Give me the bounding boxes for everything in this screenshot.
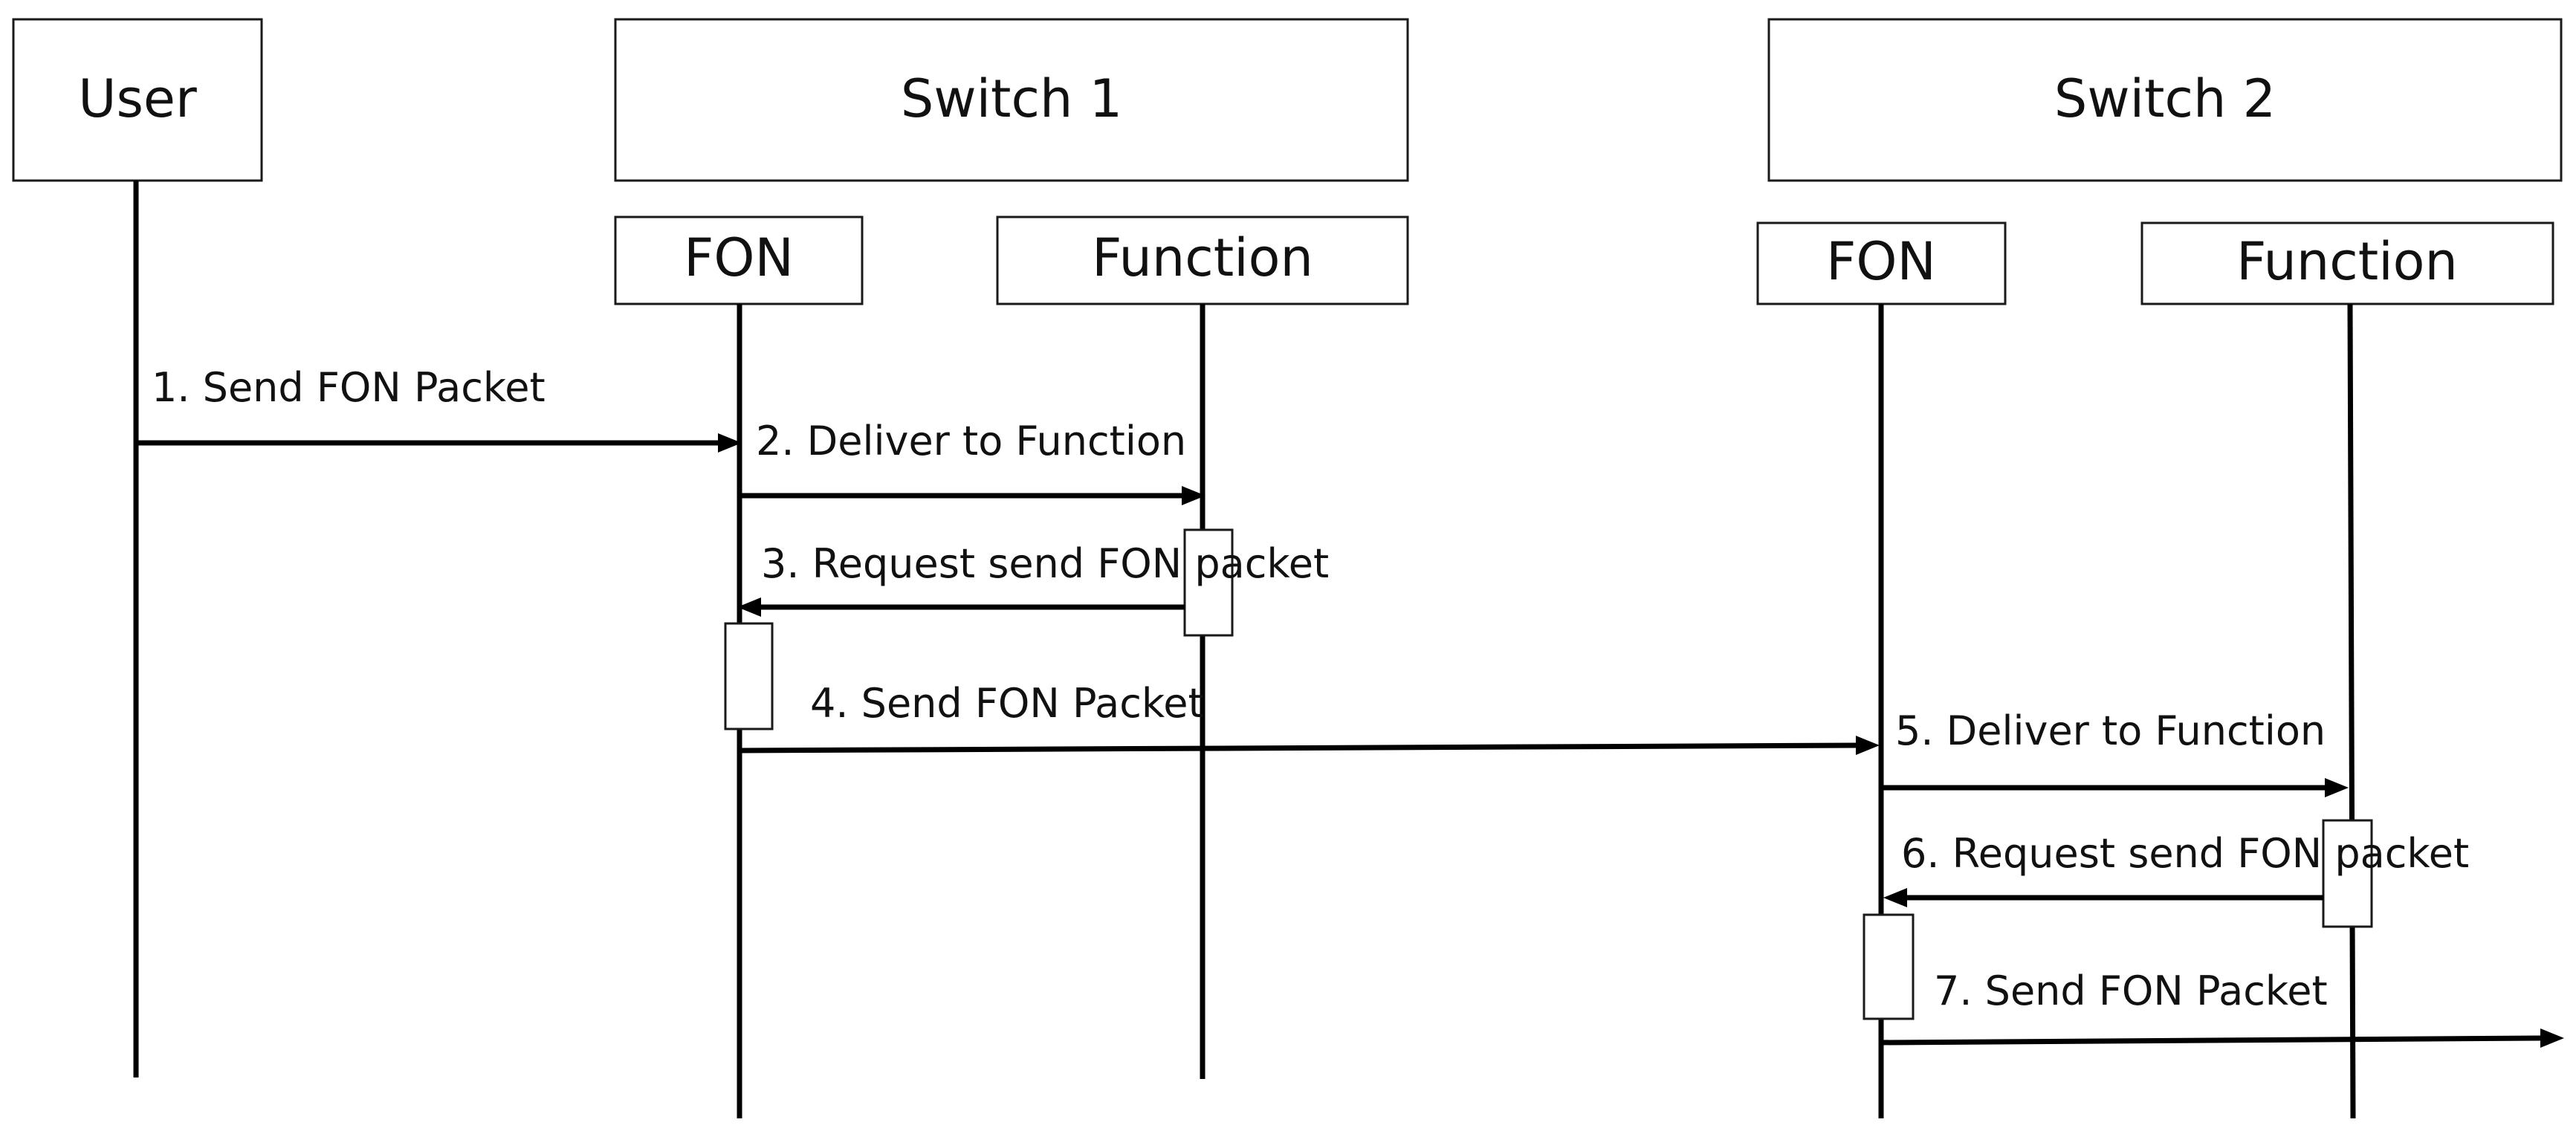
message-5-arrowhead	[2325, 778, 2349, 797]
switch-1-fon-box	[614, 215, 864, 305]
switch-2-fon: FON	[1756, 221, 2007, 305]
message-7: 7. Send FON Packet	[1880, 968, 2564, 1048]
switch-2-function: Function	[2140, 221, 2554, 305]
message-3-label: 3. Request send FON packet	[761, 540, 1329, 587]
switch-2-function-label: Function	[2236, 231, 2458, 292]
message-6-arrowhead	[1883, 888, 1907, 907]
message-1: 1. Send FON Packet	[136, 364, 742, 453]
message-7-line	[1880, 1035, 2541, 1046]
switch-2-function-lifeline	[2347, 303, 2356, 1119]
switch-2-function-box	[2140, 221, 2554, 305]
switch-2-box	[1767, 18, 2563, 182]
switch-1-function-activation	[1183, 528, 1234, 637]
switch-1-function: Function	[996, 215, 1409, 305]
message-2-label: 2. Deliver to Function	[756, 418, 1186, 464]
switch-1-function-label: Function	[1092, 227, 1313, 288]
participant-switch-1: Switch 1	[614, 18, 1409, 182]
participant-user: User	[12, 18, 263, 182]
message-4-arrowhead	[1856, 736, 1880, 755]
switch-2-label: Switch 2	[2054, 68, 2276, 129]
message-5: 5. Deliver to Function	[1881, 707, 2349, 797]
message-1-label: 1. Send FON Packet	[152, 364, 546, 411]
message-7-label: 7. Send FON Packet	[1934, 968, 2328, 1014]
message-3-arrowhead	[737, 597, 761, 617]
switch-1-box	[614, 18, 1409, 182]
message-2: 2. Deliver to Function	[740, 418, 1206, 505]
user-box	[12, 18, 263, 182]
message-6: 6. Request send FON packet	[1883, 830, 2469, 907]
message-4: 4. Send FON Packet	[739, 680, 1880, 755]
message-3: 3. Request send FON packet	[737, 540, 1329, 617]
switch-2-fon-box	[1756, 221, 2007, 305]
switch-2-fon-activation	[1863, 913, 1915, 1020]
message-7-arrowhead	[2540, 1028, 2564, 1048]
switch-2-fon-label: FON	[1826, 231, 1936, 292]
user-label: User	[78, 68, 197, 129]
message-5-label: 5. Deliver to Function	[1895, 707, 2326, 754]
message-4-label: 4. Send FON Packet	[810, 680, 1204, 727]
switch-1-fon-activation	[724, 622, 774, 730]
participant-switch-2: Switch 2	[1767, 18, 2563, 182]
message-4-line	[739, 742, 1858, 754]
switch-1-label: Switch 1	[901, 68, 1122, 129]
switch-1-fon-label: FON	[684, 227, 794, 288]
switch-2-function-activation	[2322, 819, 2373, 928]
message-1-arrowhead	[718, 433, 742, 453]
message-6-label: 6. Request send FON packet	[1901, 830, 2469, 877]
message-2-arrowhead	[1182, 486, 1206, 505]
switch-1-fon: FON	[614, 215, 864, 305]
